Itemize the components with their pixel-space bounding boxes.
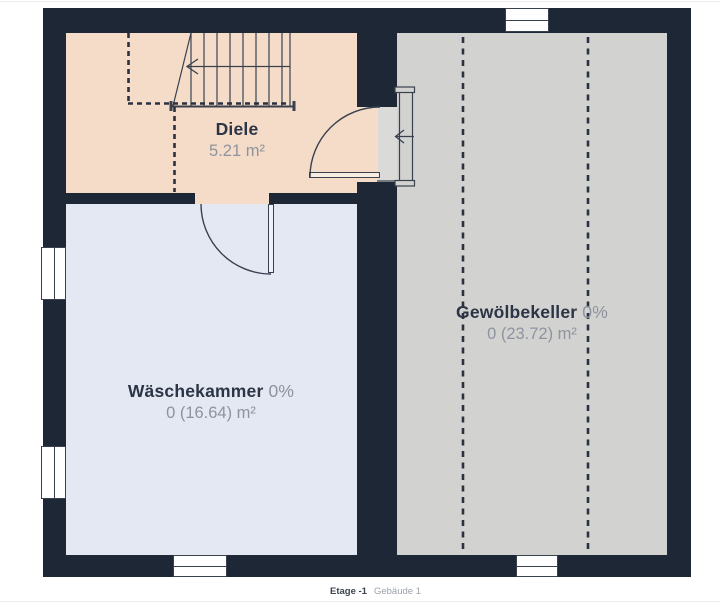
room-waeschekammer[interactable] — [66, 204, 357, 555]
window-left-upper — [41, 247, 66, 300]
window-top — [505, 8, 549, 32]
room-diele[interactable] — [66, 33, 357, 193]
window-bottom-left — [173, 555, 227, 577]
door-leaf-diele-waeschekammer — [268, 204, 274, 273]
door-threshold-diele-keller — [378, 107, 397, 182]
door-leaf-diele-keller — [309, 172, 380, 178]
door-opening-diele-waeschekammer — [195, 193, 269, 204]
window-bottom-right — [516, 555, 558, 577]
building-label: Gebäude 1 — [373, 586, 421, 597]
room-percent: 0% — [582, 302, 608, 322]
room-name: Diele — [215, 119, 259, 139]
plan-caption: Etage -1 Gebäude 1 — [330, 586, 421, 597]
room-name-text: Wäschekammer — [127, 381, 264, 401]
page-top-border — [0, 1, 720, 2]
room-percent: 0% — [268, 381, 295, 401]
room-label-diele: Diele 5.21 m² — [209, 119, 265, 161]
window-left-lower — [41, 446, 66, 499]
window-pane-divider — [517, 566, 557, 567]
room-area: 0 (16.64) m² — [166, 404, 256, 422]
room-gewoelbekeller[interactable] — [397, 33, 667, 555]
door-opening-diele-keller — [357, 107, 378, 182]
window-pane-divider — [174, 566, 226, 567]
room-area: 5.21 m² — [209, 142, 265, 160]
window-pane-divider — [506, 20, 548, 21]
room-area: 0 (23.72) m² — [487, 325, 577, 343]
page-bottom-border — [0, 601, 720, 602]
floor-label: Etage -1 — [330, 586, 367, 597]
room-name-text: Gewölbekeller — [456, 302, 578, 322]
window-pane-divider — [53, 248, 55, 299]
window-pane-divider — [53, 447, 55, 498]
